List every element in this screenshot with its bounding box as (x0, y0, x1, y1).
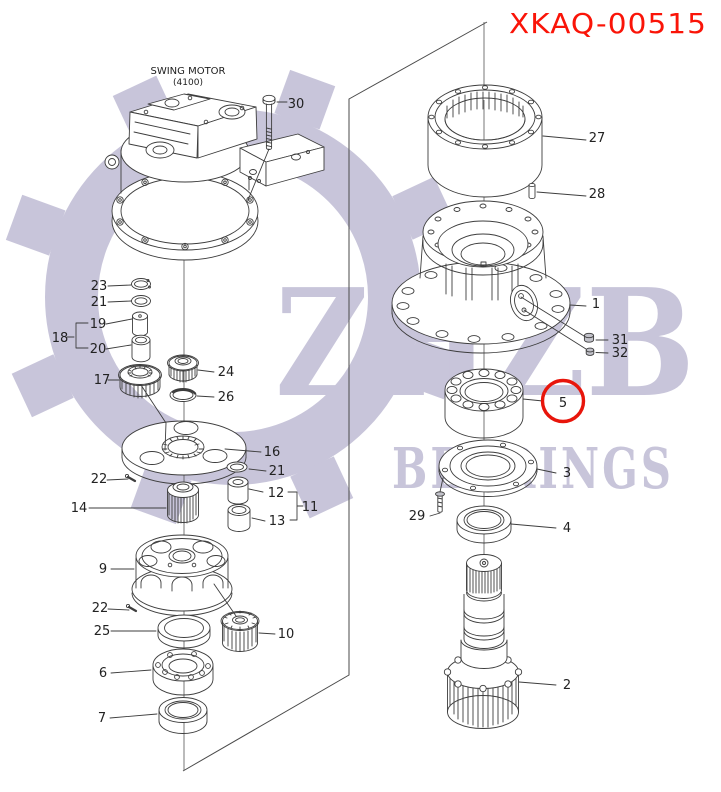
part-26-oring-drawing (169, 388, 197, 402)
part-callout-30: 30 (288, 97, 305, 112)
part-callout-13: 13 (269, 514, 286, 529)
part-callout-4: 4 (563, 521, 571, 536)
swing-motor-code-caption: (4100) (173, 78, 203, 88)
part-31-plug-drawing (583, 332, 595, 343)
part-callout-24: 24 (218, 365, 235, 380)
part-callout-14: 14 (71, 501, 88, 516)
part-callout-3: 3 (563, 466, 571, 481)
part-callout-6: 6 (99, 666, 107, 681)
part-6-bearing-drawing (152, 648, 214, 696)
part-callout-22: 22 (91, 472, 108, 487)
part-callout-27: 27 (589, 131, 606, 146)
part-callout-22: 22 (92, 601, 109, 616)
part-3-plate-drawing (438, 439, 538, 497)
part-callout-16: 16 (264, 445, 281, 460)
part-21-washer-drawing (131, 295, 151, 307)
part-4-seal-drawing (456, 505, 512, 544)
page-title: XKAQ-00515 (509, 7, 707, 40)
part-callout-31: 31 (612, 333, 629, 348)
part-17-gear-drawing (118, 364, 162, 399)
assembly-plane-border (182, 21, 488, 772)
part-callout-23: 23 (91, 279, 108, 294)
part-callout-20: 20 (90, 342, 107, 357)
part-19-plug-drawing (132, 311, 148, 337)
part-callout-17: 17 (94, 373, 111, 388)
part-callout-9: 9 (99, 562, 107, 577)
part-callout-11: 11 (302, 500, 319, 515)
part-callout-2: 2 (563, 678, 571, 693)
part-32-plug-drawing (585, 347, 595, 356)
part-callout-32: 32 (612, 346, 629, 361)
part-callout-5: 5 (559, 396, 567, 411)
part-callout-29: 29 (409, 509, 426, 524)
part-callout-12: 12 (268, 486, 285, 501)
part-21b-washer-drawing (226, 461, 248, 473)
part-callout-1: 1 (592, 297, 600, 312)
part-callout-21: 21 (91, 295, 108, 310)
part-22-pin-drawing (124, 473, 137, 483)
part-28-pin-drawing (528, 182, 536, 200)
parts-drawings (104, 84, 595, 734)
part-callout-28: 28 (589, 187, 606, 202)
swing-motor-caption: SWING MOTOR (150, 66, 225, 77)
part-25-ring-drawing (157, 614, 211, 649)
part-20-bushing-drawing (131, 334, 151, 363)
part-callout-19: 19 (90, 317, 107, 332)
part-12-pin-drawing (227, 476, 249, 505)
part-callout-7: 7 (98, 711, 106, 726)
part-30-bolt-drawing (262, 94, 276, 150)
part-callout-26: 26 (218, 390, 235, 405)
part-callout-21: 21 (269, 464, 286, 479)
part-5-bearing-drawing (444, 368, 524, 439)
part-13-bushing-drawing (227, 504, 251, 532)
part-9-carrier-drawing (131, 534, 233, 616)
part-24-gear-drawing (167, 354, 199, 383)
part-1-housing-drawing (391, 200, 571, 354)
part-23-snap-ring-drawing (131, 278, 151, 290)
part-16-carrier-plate-drawing (121, 420, 247, 485)
part-10-gear-drawing (220, 610, 260, 652)
highlight-circle-part-5 (540, 378, 586, 424)
part-2-shaft-drawing (443, 554, 523, 729)
leader-lines (66, 101, 609, 719)
part-22b-pin-drawing (125, 603, 138, 613)
part-swing-motor-drawing (104, 93, 325, 261)
part-callout-18: 18 (52, 331, 69, 346)
part-27-ring-gear-drawing (427, 84, 543, 198)
part-callout-10: 10 (278, 627, 295, 642)
part-7-seal-drawing (158, 697, 208, 734)
part-callout-25: 25 (94, 624, 111, 639)
part-14-sun-gear-drawing (167, 481, 199, 524)
